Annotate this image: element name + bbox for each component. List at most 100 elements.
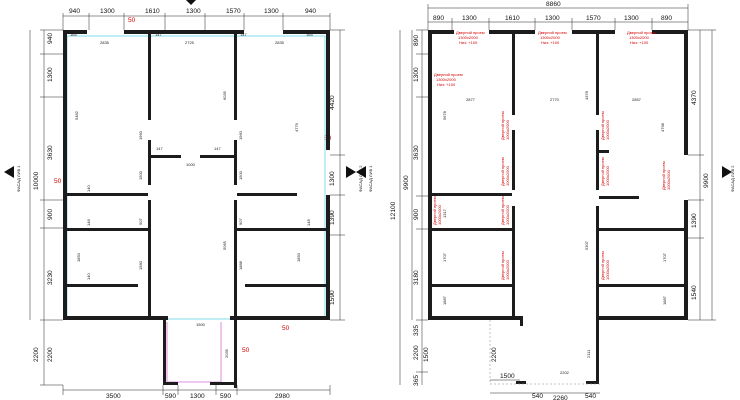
left-side-dim-3: 3630	[47, 145, 54, 160]
left-inner-dim-17: 1500	[238, 170, 243, 180]
right-left-dim-2: 1300	[413, 67, 420, 82]
left-inner-dim-6: 147	[155, 32, 162, 37]
svg-text:1000х2000: 1000х2000	[505, 204, 510, 225]
right-top-dim-2: 1300	[462, 15, 477, 22]
left-bottom-dimension-chain: 3500 590 1300 590 2980	[62, 385, 331, 400]
svg-text:1000х2000: 1000х2000	[505, 165, 510, 186]
svg-text:Низ: +100: Низ: +100	[541, 40, 560, 45]
right-inner-dim-2: 2770	[550, 97, 560, 102]
right-left-facade-tag: ФАСАД ЛИВ 1	[368, 165, 373, 192]
right-left-dim-5: 3180	[413, 270, 420, 285]
svg-text:Дверной проем: Дверной проем	[434, 72, 463, 77]
left-inner-dim-9: 6035	[222, 90, 227, 100]
left-right-dim-2: 1300	[329, 171, 336, 186]
right-left-dimension-chain: 890 1300 3630 900 3180 2200 1500 365 121…	[390, 29, 430, 386]
svg-text:Дверной проем: Дверной проем	[500, 251, 505, 280]
right-left-dim-1: 890	[413, 35, 420, 46]
left-top-dimension-chain: 940 1300 1610 1300 1570 1300 940 50	[62, 8, 331, 30]
left-facade-tag: ФАСАД ЛИВ 1	[16, 165, 21, 192]
svg-text:Дверной проем: Дверной проем	[661, 161, 666, 190]
left-inner-dim-4: 165	[70, 32, 77, 37]
left-inner-dim-27: 907	[238, 218, 243, 225]
left-right-facade-tag: ФАСАД ЛИВ 2	[358, 165, 363, 192]
door-label: Дверной проем 1000х2000	[500, 111, 510, 140]
door-label: Дверной проем 1000х2000	[600, 157, 610, 186]
right-right-facade-tag: ФАСАД ЛИВ 2	[730, 165, 735, 192]
svg-text:1000х2000: 1000х2000	[605, 119, 610, 140]
right-door-labels: Дверной проем 1300х2000 Низ: +100 Дверно…	[432, 30, 671, 280]
right-left-small: 335	[413, 325, 420, 336]
door-label: Дверной проем 1300х2000 Низ: +100	[456, 30, 485, 45]
svg-text:Низ: +100: Низ: +100	[630, 40, 649, 45]
right-porch-dim-2: 2202	[560, 370, 570, 375]
left-walls	[63, 30, 330, 388]
svg-text:Дверной проем: Дверной проем	[500, 196, 505, 225]
right-inner-dims: 2877 2770 2857 5678 4378 4798 1317 1707 …	[442, 90, 667, 362]
svg-text:Дверной проем: Дверной проем	[600, 111, 605, 140]
left-inner-dim-13: 147	[214, 146, 221, 151]
left-foundation-outline	[66, 35, 326, 320]
left-inner-dim-16: 1500	[138, 170, 143, 180]
left-inner-dim-25: 148	[306, 219, 311, 226]
left-top-dim-2: 1300	[100, 8, 115, 15]
door-label: Дверной проем 1000х2000	[432, 196, 442, 225]
right-inner-dim-7: 1317	[442, 208, 447, 218]
left-bottom-red-mark: 50	[282, 325, 290, 332]
right-inner-dim-9: 5307	[584, 240, 589, 250]
left-inner-dim-15: 1960	[238, 130, 243, 140]
right-left-dim-8: 365	[413, 375, 420, 386]
left-top-dim-1: 940	[69, 8, 80, 15]
right-left-mid: 9900	[403, 175, 410, 190]
right-top-dim-7: 890	[661, 15, 672, 22]
left-side-dimension-chain: 940 1300 3630 900 3230 2200 2200 10000 5…	[29, 29, 63, 386]
left-side-total: 10000	[33, 171, 40, 190]
left-inner-dim-20: 1580	[138, 260, 143, 270]
svg-text:1000х2000: 1000х2000	[437, 204, 442, 225]
svg-text:1000х2000: 1000х2000	[505, 119, 510, 140]
left-inner-dim-11: 1000	[186, 162, 196, 167]
right-inner-dim-10: 1707	[662, 252, 667, 262]
right-top-dimension-chain: 890 1300 1610 1300 1570 1300 890	[428, 15, 688, 30]
door-label: Дверной проем 1300х2000 Низ: +100	[627, 30, 656, 45]
north-marker-icon	[186, 0, 196, 5]
right-left-dim-7: 1500	[423, 347, 430, 362]
right-top-dim-1: 890	[433, 15, 444, 22]
svg-text:1300х2000: 1300х2000	[540, 35, 561, 40]
left-inner-dim-22: 140	[86, 185, 91, 192]
right-porch-dim-4: 2260	[553, 395, 568, 400]
door-label: Дверной проем 1300х2000 Низ: +100	[538, 30, 567, 45]
left-inner-dim-26: 907	[138, 218, 143, 225]
left-top-dim-7: 940	[305, 8, 316, 15]
right-porch-dashed	[489, 320, 600, 385]
right-top-dim-5: 1570	[586, 15, 601, 22]
svg-text:1000х2000: 1000х2000	[666, 169, 671, 190]
svg-text:Низ: +100: Низ: +100	[459, 40, 478, 45]
left-inner-dim-21: 1888	[238, 260, 243, 270]
left-side-dim-1: 940	[47, 33, 54, 44]
svg-text:Дверной проем: Дверной проем	[600, 251, 605, 280]
right-inner-dim-8: 1707	[442, 252, 447, 262]
svg-text:Дверной проем: Дверной проем	[538, 30, 567, 35]
right-porch-dim-1: 1500	[500, 373, 515, 380]
facade-arrow-icon	[4, 166, 14, 178]
left-inner-dim-14: 1960	[138, 130, 143, 140]
left-inner-dim-30: 2035	[224, 348, 229, 358]
left-inner-dim-19: 1850	[296, 252, 301, 262]
left-inner-dim-12: 147	[156, 146, 163, 151]
right-inner-dim-13: 2200	[491, 347, 498, 362]
left-top-red-mark: 50	[128, 17, 136, 24]
left-side-dim-7: 2200	[33, 347, 40, 362]
svg-text:1300х2000: 1300х2000	[629, 35, 650, 40]
right-porch-dim-5: 540	[585, 393, 596, 400]
left-floor-plan: 940 1300 1610 1300 1570 1300 940 50 940 …	[4, 0, 363, 400]
right-plan-left-facade-marker: ФАСАД ЛИВ 1	[356, 165, 373, 192]
left-right-dim-4: 1590	[329, 290, 336, 305]
left-side-dim-4: 900	[47, 209, 54, 220]
right-porch-dims: 1500 2202 540 2260 540	[490, 370, 600, 400]
svg-text:Дверной проем: Дверной проем	[500, 111, 505, 140]
left-inner-dim-23: 140	[86, 273, 91, 280]
door-label: Дверной проем 1000х2000	[500, 157, 510, 186]
right-left-dim-6: 2200	[413, 345, 420, 360]
door-label: Дверной проем 1300х2000 Низ: +100	[434, 72, 463, 87]
right-left-total: 12100	[390, 201, 397, 220]
